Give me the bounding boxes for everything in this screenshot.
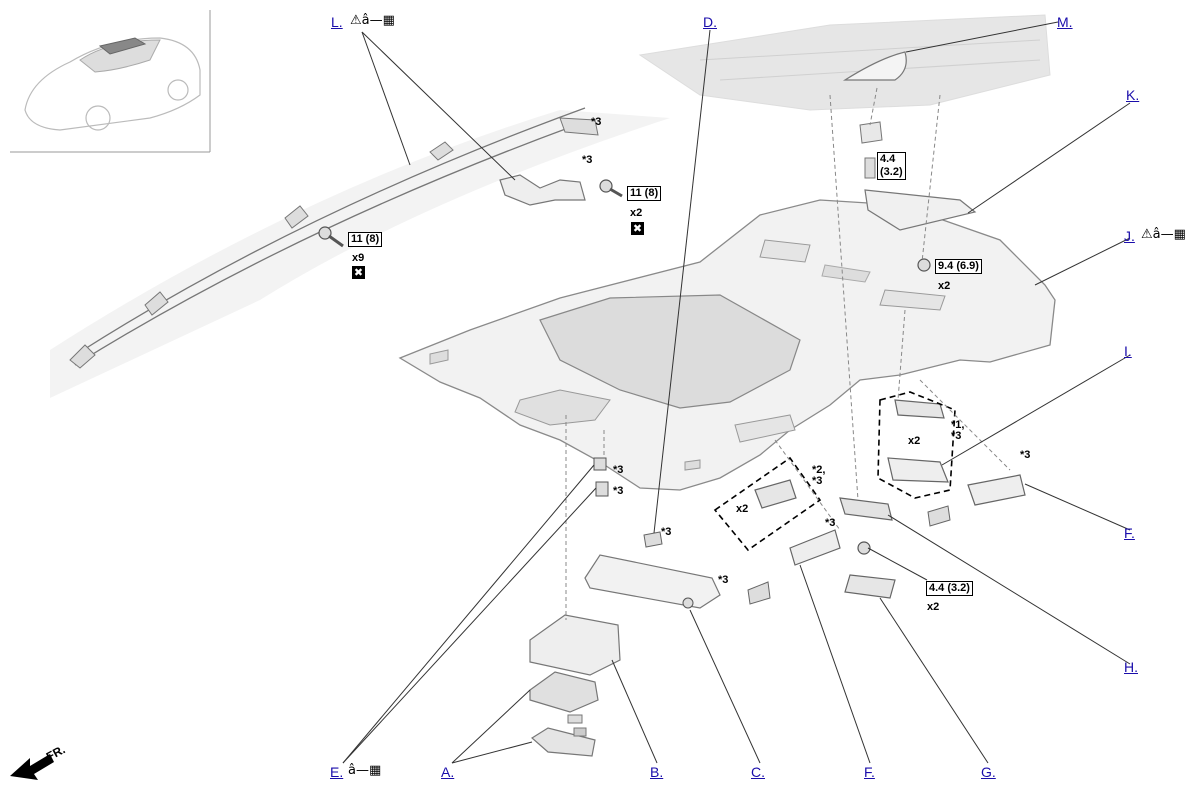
callout-h[interactable]: H. — [1124, 659, 1138, 675]
curtain-shield-airbag — [50, 107, 670, 398]
callout-i[interactable]: I. — [1124, 343, 1132, 359]
callout-k[interactable]: K. — [1126, 87, 1140, 103]
note-visor-holder: *3 — [661, 526, 672, 538]
torque-airbag-bolt-x9: 11 (8) — [348, 232, 383, 247]
vehicle-thumbnail — [10, 10, 211, 153]
callout-g[interactable]: G. — [981, 764, 996, 780]
alignment-lines — [565, 87, 1011, 620]
callout-j[interactable]: J. — [1124, 228, 1135, 244]
visor-clip-2 — [595, 481, 609, 497]
note-vanity-lamp: *2, *3 — [812, 464, 826, 487]
qty-airbag-bolt-x9: x9 — [352, 252, 365, 264]
note-visor-clip-2: *3 — [613, 485, 624, 497]
callout-a[interactable]: A. — [441, 764, 455, 780]
torque-airbag-bolt-x2: 11 (8) — [627, 186, 662, 201]
torque-bracket-bolt: 9.4 (6.9) — [935, 259, 982, 274]
grip-clip-rear — [927, 505, 951, 527]
qty-airbag-bolt-x2: x2 — [630, 207, 643, 219]
note-airbag-end: *3 — [591, 116, 602, 128]
callout-e-icon: â—▦ — [348, 763, 382, 778]
assist-grip-rear — [967, 474, 1026, 506]
rear-personal-lamp — [839, 497, 893, 521]
qty-bracket-bolt: x2 — [938, 280, 951, 292]
vanity-lamp — [713, 456, 822, 552]
note-front-grip: *3 — [825, 517, 836, 529]
callout-l-warning-icon: ⚠â—▦ — [350, 13, 395, 28]
qty-lamp-screw: x2 — [927, 601, 940, 613]
callout-l[interactable]: L. — [331, 14, 343, 30]
callout-f-bottom[interactable]: F. — [864, 764, 875, 780]
qty-rear-lamp-screw: x2 — [908, 435, 921, 447]
note-rear-lamp: *1, *3 — [951, 419, 965, 442]
torque-lamp-screw: 4.4 (3.2) — [926, 581, 973, 596]
rear-room-lamp — [877, 391, 956, 499]
note-rear-grip: *3 — [1020, 449, 1031, 461]
map-lamp-cover — [530, 727, 596, 757]
visor-clip — [593, 457, 607, 471]
callout-d[interactable]: D. — [703, 14, 717, 30]
callout-c[interactable]: C. — [751, 764, 765, 780]
callout-b[interactable]: B. — [650, 764, 664, 780]
callout-e[interactable]: E. — [330, 764, 344, 780]
map-lamp-lens — [529, 671, 599, 713]
note-airbag-bracket: *3 — [582, 154, 593, 166]
note-visor-clip-1: *3 — [613, 464, 624, 476]
grip-clip — [747, 581, 771, 605]
callout-j-warning-icon: ⚠â—▦ — [1141, 227, 1186, 242]
lamp-lens-g — [844, 574, 896, 599]
non-reusable-part-icon-2: ✖ — [631, 222, 644, 235]
visor-holder — [643, 531, 663, 548]
leader-lines — [342, 21, 1131, 764]
roof-bracket-k — [864, 189, 977, 231]
callout-m[interactable]: M. — [1057, 14, 1073, 30]
sun-visor — [584, 554, 721, 609]
front-arrow-icon — [10, 754, 54, 780]
roof-antenna — [842, 51, 907, 179]
torque-antenna-nut: 4.4 (3.2) — [877, 152, 906, 180]
qty-vanity-lamp-screw: x2 — [736, 503, 749, 515]
bolts — [318, 179, 931, 555]
map-lamp-assy — [529, 614, 621, 676]
callout-f-right[interactable]: F. — [1124, 525, 1135, 541]
assist-grip-front — [789, 529, 841, 566]
roof-headliner — [398, 199, 1056, 491]
roof-panel — [638, 14, 1051, 111]
non-reusable-part-icon: ✖ — [352, 266, 365, 279]
note-sun-visor: *3 — [718, 574, 729, 586]
